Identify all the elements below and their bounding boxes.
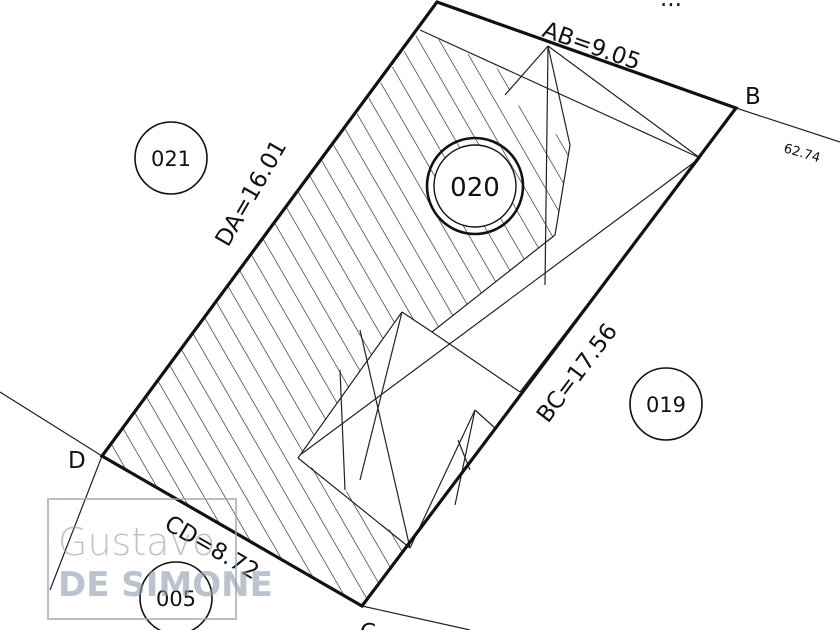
watermark: Gustavo DE SIMONE (47, 498, 273, 620)
side-ab-label: AB=9.05 (539, 17, 644, 76)
lot-marker-left: 021 (134, 121, 208, 195)
side-bc-label: BC=17.56 (532, 319, 623, 428)
lot-marker-bottom: 005 (139, 561, 213, 630)
outside-dimension-label: 62.74 (782, 141, 822, 166)
watermark-line1: Gustavo (58, 520, 215, 564)
lot-number-left: 021 (151, 147, 191, 171)
lot-marker-right: 019 (629, 367, 703, 441)
top-label-fragment: ... (660, 0, 682, 12)
extension-lines (0, 107, 840, 630)
lot-number-main: 020 (450, 173, 500, 203)
watermark-line2: DE SIMONE (58, 565, 273, 605)
lot-outline (99, 0, 739, 609)
lot-marker-main: 020 (425, 136, 525, 236)
corner-c-label: C (360, 620, 376, 630)
lot-number-right: 019 (646, 393, 686, 417)
lot-number-bottom: 005 (156, 587, 196, 611)
corner-d-label: D (68, 448, 86, 474)
corner-b-label: B (745, 84, 761, 110)
